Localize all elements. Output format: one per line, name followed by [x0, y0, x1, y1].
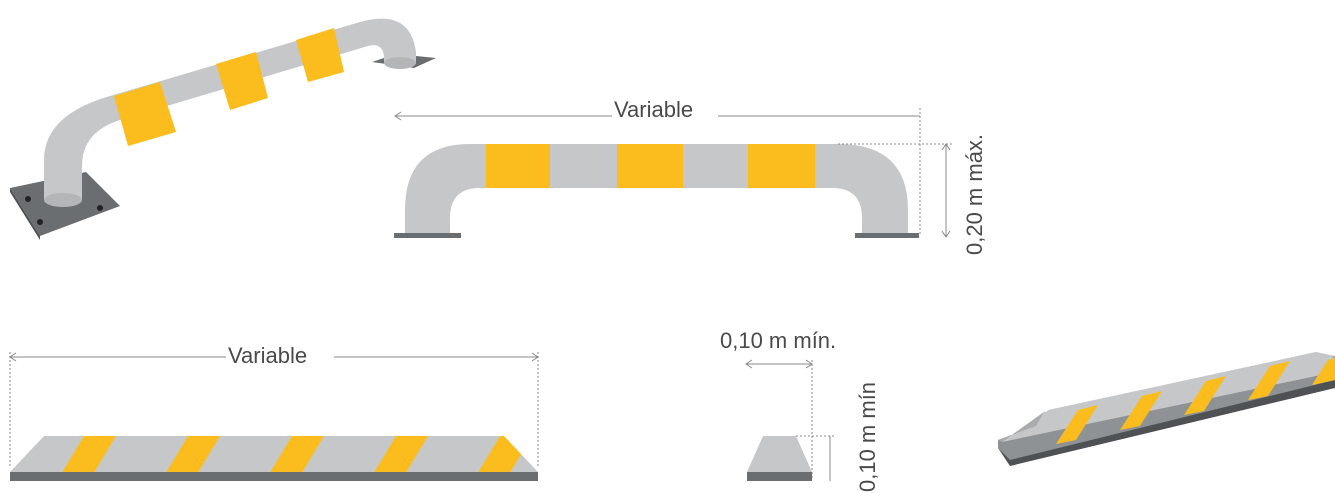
iso-stop-yellow-stripe — [1312, 358, 1335, 385]
iso-hoop-yellow-band — [114, 82, 176, 146]
arrow-left-icon — [394, 111, 402, 121]
hoop-barrier-front-view: Variable 0,20 m máx. — [394, 97, 987, 255]
hoop-yellow-band — [748, 144, 815, 188]
iso-stop-yellow-stripe — [1056, 405, 1098, 444]
hoop-yellow-band — [617, 144, 683, 188]
iso-hoop-near-collar — [44, 193, 82, 207]
iso-hoop-yellow-band — [216, 52, 268, 110]
arrow-up-icon — [941, 143, 951, 151]
stop-section-profile — [747, 436, 812, 472]
stop-height-label: 0,10 m mín — [855, 382, 880, 492]
bolt-hole-icon — [25, 196, 31, 202]
iso-hoop-yellow-band — [296, 28, 344, 82]
stop-width-label: Variable — [228, 343, 307, 368]
stop-section-base — [747, 472, 812, 481]
arrow-down-icon — [941, 230, 951, 238]
wheel-stop-section-view: 0,10 m mín. 0,10 m mín — [720, 328, 880, 492]
bolt-hole-icon — [37, 219, 43, 225]
stop-top-width-label: 0,10 m mín. — [720, 328, 836, 353]
hoop-yellow-band — [486, 144, 550, 188]
iso-stop-yellow-stripe — [1248, 361, 1290, 400]
iso-stop-end-cap — [998, 412, 1044, 442]
iso-stop-yellow-stripe — [1184, 376, 1226, 415]
wheel-stop-body — [10, 436, 538, 472]
iso-hoop-far-collar — [384, 57, 416, 69]
arrow-left-icon — [9, 352, 17, 362]
wheel-stop-front-view: Variable — [9, 340, 539, 481]
hoop-height-label: 0,20 m máx. — [962, 134, 987, 255]
iso-stop-yellow-stripe — [1120, 391, 1162, 430]
wheel-stop-base — [10, 472, 538, 481]
iso-wheel-stop — [998, 352, 1335, 466]
iso-hoop-barrier — [10, 18, 436, 240]
bolt-hole-icon — [97, 205, 103, 211]
arrow-left-icon — [745, 359, 753, 369]
hoop-right-base-plate — [855, 233, 919, 238]
hoop-left-base-plate — [394, 233, 461, 238]
hoop-width-label: Variable — [614, 97, 693, 122]
arrow-right-icon — [531, 352, 539, 362]
